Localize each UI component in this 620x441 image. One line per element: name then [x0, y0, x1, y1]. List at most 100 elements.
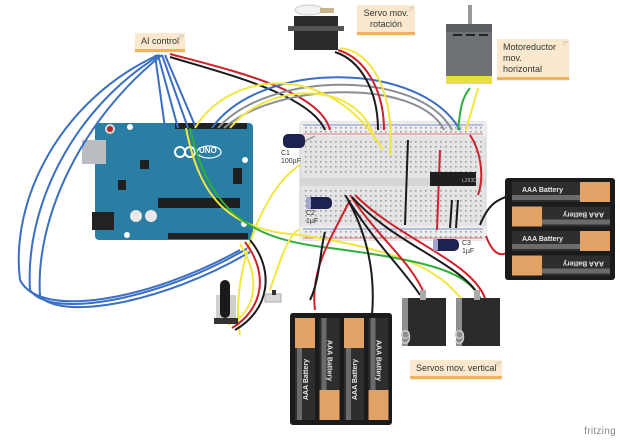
motor-driver-ic[interactable]: L293D [430, 172, 477, 186]
battery-label: AAA Battery [563, 211, 604, 218]
wire-black [234, 239, 267, 331]
servo-vertical-1[interactable]: 9 [400, 290, 446, 349]
wire-red [169, 53, 331, 131]
potentiometer[interactable] [214, 280, 238, 324]
note-fold-icon: ◸ [496, 362, 502, 368]
atmega-chip [158, 198, 240, 208]
wire-blue [161, 54, 189, 129]
note-fold-icon: ◸ [563, 41, 568, 47]
wire-black [455, 199, 459, 229]
wire-black [404, 139, 409, 226]
slide-switch[interactable] [264, 290, 282, 303]
wire-black [344, 194, 421, 296]
capacitor-c2[interactable] [306, 197, 332, 209]
wire-red [337, 49, 385, 131]
wire-yellow [229, 92, 376, 141]
note-text: Servos mov. vertical [416, 363, 497, 373]
wire-green [189, 127, 481, 301]
note-text: AI control [141, 36, 180, 46]
svg-text:9: 9 [400, 327, 411, 349]
note-fold-icon: ◸ [409, 7, 414, 13]
wire-blue [164, 54, 197, 129]
digital-header [175, 123, 247, 129]
wire-yellow [185, 127, 463, 301]
analog-header [168, 233, 248, 239]
wire-yellow [465, 87, 479, 131]
battery-label: AAA Battery [326, 340, 333, 381]
wire-gray [223, 91, 445, 131]
battery-pack-bottom[interactable]: AAA Battery AAA Battery AAA Battery AAA Bat… [290, 313, 392, 425]
battery-cell: AAA Battery [512, 255, 610, 276]
wire-yellow [237, 164, 301, 336]
svg-text:9: 9 [454, 327, 465, 349]
arduino-uno-board[interactable] [82, 123, 253, 240]
battery-cell: AAA Battery [512, 231, 610, 251]
capacitor-c3[interactable] [433, 239, 459, 251]
wire-red [354, 194, 486, 299]
wire-green [457, 87, 471, 131]
servo-rotation[interactable] [288, 4, 344, 50]
c3-ref: C3 [462, 240, 471, 247]
note-fold-icon: ◸ [179, 35, 185, 41]
gear-motor[interactable] [446, 5, 492, 84]
note-text: Servo mov. rotación [363, 8, 409, 29]
wire-black [347, 199, 374, 316]
wire-yellow [339, 47, 392, 156]
c1-ref: C1 [281, 150, 290, 157]
ic-label: L293D [462, 178, 477, 184]
c3-value: 1µF [462, 248, 475, 255]
battery-cell: AAA Battery [512, 206, 610, 227]
note-servo-rotation: Servo mov. rotación ◸ [357, 5, 415, 35]
c3-label: C3 1µF [462, 240, 474, 256]
battery-label: AAA Battery [303, 359, 310, 400]
wire-red [313, 199, 351, 311]
wire-red [469, 134, 483, 196]
wire-blue [28, 54, 249, 306]
battery-cell: AAA Battery [368, 318, 389, 420]
c2-value: 1µF [306, 218, 319, 225]
battery-label: AAA Battery [375, 340, 382, 381]
wire-black [169, 56, 326, 131]
battery-cell: AAA Battery [319, 318, 340, 420]
wire-blue [157, 54, 179, 129]
battery-label: AAA Battery [522, 236, 563, 243]
capacitor-board-1 [130, 210, 142, 222]
power-jack [92, 212, 114, 230]
battery-label: AAA Battery [522, 187, 563, 194]
c1-value: 100µF [281, 158, 301, 165]
wire-blue [211, 76, 461, 131]
battery-cell: AAA Battery [295, 318, 315, 420]
battery-label: AAA Battery [352, 359, 359, 400]
capacitor-board-2 [145, 210, 157, 222]
c2-label: C2 1µF [306, 210, 318, 226]
wire-red [349, 194, 426, 296]
battery-cell: AAA Battery [512, 182, 610, 202]
note-ai-control: AI control ◸ [135, 33, 186, 52]
wire-yellow [194, 82, 384, 151]
usb-port [82, 140, 106, 164]
wire-blue [38, 54, 251, 309]
wire-red [231, 241, 261, 329]
wire-black [309, 231, 326, 301]
wire-black [449, 199, 453, 229]
c1-label: C1 100µF [281, 150, 301, 166]
wire-blue [154, 54, 166, 129]
capacitor-c1[interactable] [283, 134, 316, 148]
fritzing-brand: fritzing [584, 426, 616, 437]
reset-button [107, 126, 113, 132]
note-text: Motoreductor mov. horizontal [503, 42, 557, 74]
c2-ref: C2 [306, 210, 315, 217]
wire-blue [17, 54, 241, 303]
wire-red [436, 149, 441, 231]
wires [17, 47, 511, 336]
arduino-uno-label: UNO [199, 146, 217, 155]
battery-cell: AAA Battery [344, 318, 364, 420]
note-gearmotor: Motoreductor mov. horizontal ◸ [497, 39, 569, 80]
battery-label: AAA Battery [563, 260, 604, 267]
wire-black [351, 196, 481, 299]
wire-black [334, 51, 379, 131]
servo-vertical-2[interactable]: 9 [454, 290, 500, 349]
wire-gray [217, 83, 453, 131]
